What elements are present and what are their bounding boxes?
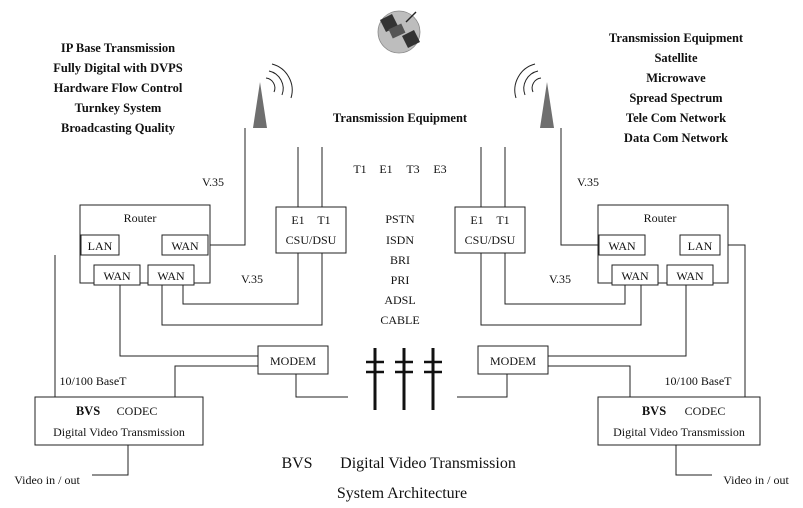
utility-pole-icons <box>366 348 442 410</box>
t-line-label: E1 <box>379 162 392 176</box>
right-csu-dsu: E1 T1 CSU/DSU <box>454 206 526 254</box>
wan-port-label: WAN <box>608 239 636 253</box>
wan-port <box>161 234 209 256</box>
feature-item: Broadcasting Quality <box>61 121 176 135</box>
dvt-label: Digital Video Transmission <box>53 425 185 439</box>
wan-port-label: WAN <box>676 269 704 283</box>
feature-item: IP Base Transmission <box>61 41 175 55</box>
e1-label: E1 <box>470 213 483 227</box>
v35-label: V.35 <box>549 272 571 286</box>
baset-label: 10/100 BaseT <box>665 374 733 388</box>
wan-port <box>666 264 714 286</box>
title-main: Digital Video Transmission <box>340 455 516 472</box>
left-modem: MODEM <box>257 345 329 375</box>
v35-label: V.35 <box>202 175 224 189</box>
service-list: PSTN ISDN BRI PRI ADSL CABLE <box>380 212 419 327</box>
satellite-icon <box>377 10 421 54</box>
codec-label: CODEC <box>117 404 158 418</box>
video-io-label: Video in / out <box>14 473 80 487</box>
bvs-label: BVS <box>76 404 100 418</box>
t1-label: T1 <box>317 213 330 227</box>
t-line-label: T3 <box>406 162 419 176</box>
transmission-equipment-label: Transmission Equipment <box>333 111 468 125</box>
feature-item: Data Com Network <box>624 131 728 145</box>
router-label: Router <box>644 211 677 225</box>
right-modem: MODEM <box>477 345 549 375</box>
csu-dsu-label: CSU/DSU <box>465 233 516 247</box>
feature-item: Microwave <box>646 71 706 85</box>
t-line-label: E3 <box>433 162 446 176</box>
right-feature-list: Transmission Equipment Satellite Microwa… <box>609 31 744 145</box>
left-feature-list: IP Base Transmission Fully Digital with … <box>53 41 183 135</box>
wan-port <box>598 234 646 256</box>
service-label: ISDN <box>386 233 414 247</box>
e1-label: E1 <box>291 213 304 227</box>
wan-port-label: WAN <box>621 269 649 283</box>
codec-label: CODEC <box>685 404 726 418</box>
feature-item: Turnkey System <box>75 101 162 115</box>
feature-item: Tele Com Network <box>626 111 726 125</box>
baset-label: 10/100 BaseT <box>60 374 128 388</box>
wan-port <box>93 264 141 286</box>
left-wiring <box>54 128 348 476</box>
v35-label: V.35 <box>577 175 599 189</box>
t-line-label: T1 <box>353 162 366 176</box>
left-codec: BVS CODEC Digital Video Transmission <box>34 396 204 446</box>
t1-label: T1 <box>496 213 509 227</box>
service-label: PRI <box>391 273 410 287</box>
feature-item: Spread Spectrum <box>629 91 723 105</box>
lan-port <box>80 234 120 256</box>
service-label: ADSL <box>384 293 415 307</box>
feature-item: Satellite <box>654 51 697 65</box>
t-lines: T1 E1 T3 E3 <box>353 162 446 176</box>
title-subtitle: System Architecture <box>337 485 467 502</box>
wan-port-label: WAN <box>103 269 131 283</box>
lan-port-label: LAN <box>688 239 713 253</box>
dvt-label: Digital Video Transmission <box>613 425 745 439</box>
left-antenna-icon <box>253 63 293 128</box>
csu-dsu-label: CSU/DSU <box>286 233 337 247</box>
v35-label: V.35 <box>241 272 263 286</box>
service-label: PSTN <box>385 212 415 226</box>
lan-port-label: LAN <box>88 239 113 253</box>
feature-item: Fully Digital with DVPS <box>53 61 183 75</box>
left-csu-dsu: E1 T1 CSU/DSU <box>275 206 347 254</box>
title-bvs: BVS <box>281 455 312 472</box>
feature-item: Hardware Flow Control <box>54 81 183 95</box>
feature-item: Transmission Equipment <box>609 31 744 45</box>
modem-label: MODEM <box>490 354 536 368</box>
right-antenna-icon <box>514 63 554 128</box>
right-codec: BVS CODEC Digital Video Transmission <box>597 396 761 446</box>
lan-port <box>679 234 721 256</box>
service-label: BRI <box>390 253 410 267</box>
wan-port <box>611 264 659 286</box>
bvs-label: BVS <box>642 404 666 418</box>
wan-port <box>147 264 195 286</box>
video-io-label: Video in / out <box>723 473 789 487</box>
wan-port-label: WAN <box>171 239 199 253</box>
left-router: Router LAN WAN WAN WAN <box>79 204 211 286</box>
wan-port-label: WAN <box>157 269 185 283</box>
service-label: CABLE <box>380 313 419 327</box>
modem-label: MODEM <box>270 354 316 368</box>
router-label: Router <box>124 211 157 225</box>
right-router: Router WAN LAN WAN WAN <box>597 204 729 286</box>
